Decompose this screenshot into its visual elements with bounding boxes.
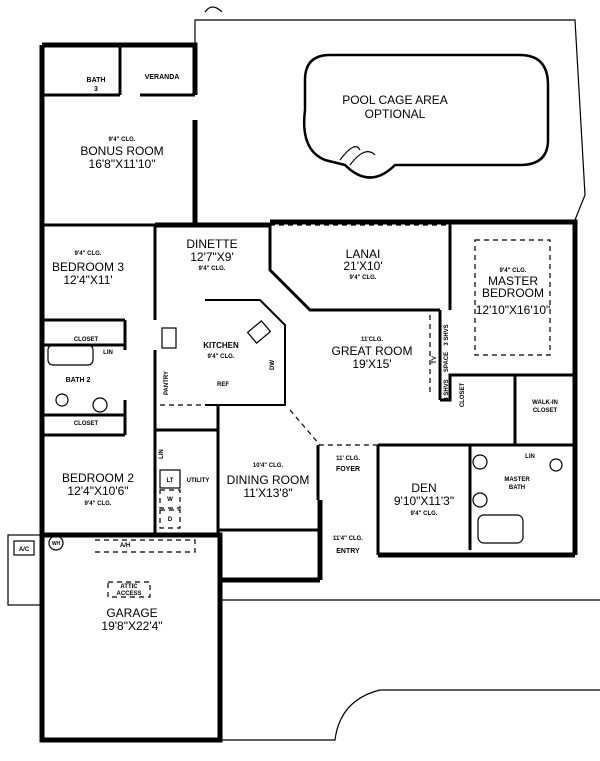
shelves-label: 3 SHVS	[444, 379, 450, 400]
lanai-size: 21'X10'	[343, 259, 382, 273]
master-bath-label: MASTER	[504, 477, 530, 483]
range	[161, 327, 177, 349]
bedroom2-size: 12'4"X10'6"	[67, 484, 128, 498]
master-bath-label-2: BATH	[509, 485, 525, 491]
utility-label: UTILITY	[187, 478, 210, 484]
bedroom3-clg: 9'4" CLG.	[75, 251, 102, 257]
bonus-size: 16'8"X11'10"	[89, 157, 156, 171]
pool-cage	[194, 6, 586, 221]
master-bath-lin: LIN	[525, 454, 535, 460]
garage-size: 19'8"X22'4"	[101, 619, 162, 633]
ac-pad	[7, 534, 43, 606]
veranda-label: VERANDA	[145, 74, 180, 81]
bonus-clg: 9'4" CLG.	[109, 137, 136, 143]
attic-access-label: ATTIC	[120, 584, 138, 590]
water-heater-label: WH	[52, 541, 61, 547]
den-label: DEN	[411, 481, 436, 495]
kitchen-clg: 9'4" CLG.	[208, 354, 235, 360]
ref-label: REF	[217, 382, 229, 388]
den-clg: 9'4" CLG.	[411, 511, 438, 517]
foyer-label: FOYER	[336, 466, 360, 473]
foyer-clg: 11' CLG.	[336, 456, 360, 462]
entry-label: ENTRY	[336, 548, 360, 555]
exterior-walls	[39, 42, 578, 743]
dinette-label: DINETTE	[186, 237, 237, 251]
great-room-label: GREAT ROOM	[332, 344, 413, 358]
bathtub	[47, 344, 94, 366]
interior-walls	[42, 45, 575, 555]
master-tub	[477, 514, 524, 544]
bath3-number: 3	[94, 86, 98, 93]
ac-label: A/C	[19, 547, 30, 553]
pool-note: OPTIONAL	[365, 107, 426, 121]
dining-clg: 10'4" CLG.	[253, 463, 284, 469]
master-bedroom-clg: 9'4" CLG.	[500, 268, 527, 274]
kitchen-label: KITCHEN	[203, 341, 239, 350]
tv-label: TV	[432, 356, 438, 364]
driveway	[220, 599, 600, 741]
master-bedroom-label: MASTER	[488, 274, 538, 288]
pool	[302, 53, 550, 179]
dw-label: DW	[270, 360, 276, 370]
great-room-size: 19'X15'	[352, 357, 391, 371]
bedroom2-clg: 9'4" CLG.	[85, 501, 112, 507]
dinette-size: 12'7"X9'	[190, 250, 234, 264]
garage-label: GARAGE	[106, 606, 157, 620]
lin-label: LIN	[103, 350, 113, 356]
lanai-label: LANAI	[346, 247, 381, 261]
master-bedroom-size: 12'10"X16'10"	[476, 303, 551, 317]
utility-lin-label: LIN	[159, 449, 165, 459]
entry-clg: 11'4" CLG.	[333, 536, 363, 542]
room-labels: BATH 3 VERANDA POOL CAGE AREA OPTIONAL 9…	[19, 74, 558, 633]
closet-label: CLOSET	[460, 383, 466, 408]
attic-access-label-2: ACCESS	[116, 591, 141, 597]
dining-size: 11'X13'8"	[243, 486, 292, 500]
pantry-label: PANTRY	[164, 371, 170, 395]
air-handler-label: A/H	[120, 543, 130, 549]
closet-label: CLOSET	[74, 421, 99, 427]
dashed-lines	[95, 224, 551, 553]
master-bedroom-label-2: BEDROOM	[482, 286, 544, 300]
pool-label: POOL CAGE AREA	[342, 93, 448, 107]
tv-space-label: SPACE	[444, 352, 450, 372]
laundry-tub-label: LT	[167, 478, 174, 484]
great-room-clg: 11'CLG.	[361, 337, 383, 343]
dryer-label: D	[168, 517, 173, 523]
dinette-clg: 9'4" CLG.	[199, 266, 226, 272]
bonus-label: BONUS ROOM	[80, 144, 163, 158]
bedroom3-label: BEDROOM 3	[52, 260, 124, 274]
fixtures	[7, 320, 600, 741]
lanai-clg: 9'4" CLG.	[350, 275, 377, 281]
bedroom3-size: 12'4"X11'	[63, 273, 112, 287]
sink	[92, 397, 108, 413]
bath2-label: BATH 2	[66, 377, 91, 384]
bedroom2-label: BEDROOM 2	[62, 471, 134, 485]
washer-label: W	[167, 497, 173, 503]
walkin-closet-label-2: CLOSET	[533, 408, 558, 414]
closet-label: CLOSET	[74, 337, 99, 343]
den-size: 9'10"X11'3"	[394, 494, 454, 508]
shelves-label: 3 SHVS	[444, 324, 450, 345]
bath3-label: BATH	[87, 77, 106, 84]
dining-label: DINING ROOM	[227, 473, 310, 487]
toilet	[55, 393, 69, 407]
walkin-closet-label: WALK-IN	[532, 400, 558, 406]
kitchen-sink	[246, 320, 272, 344]
